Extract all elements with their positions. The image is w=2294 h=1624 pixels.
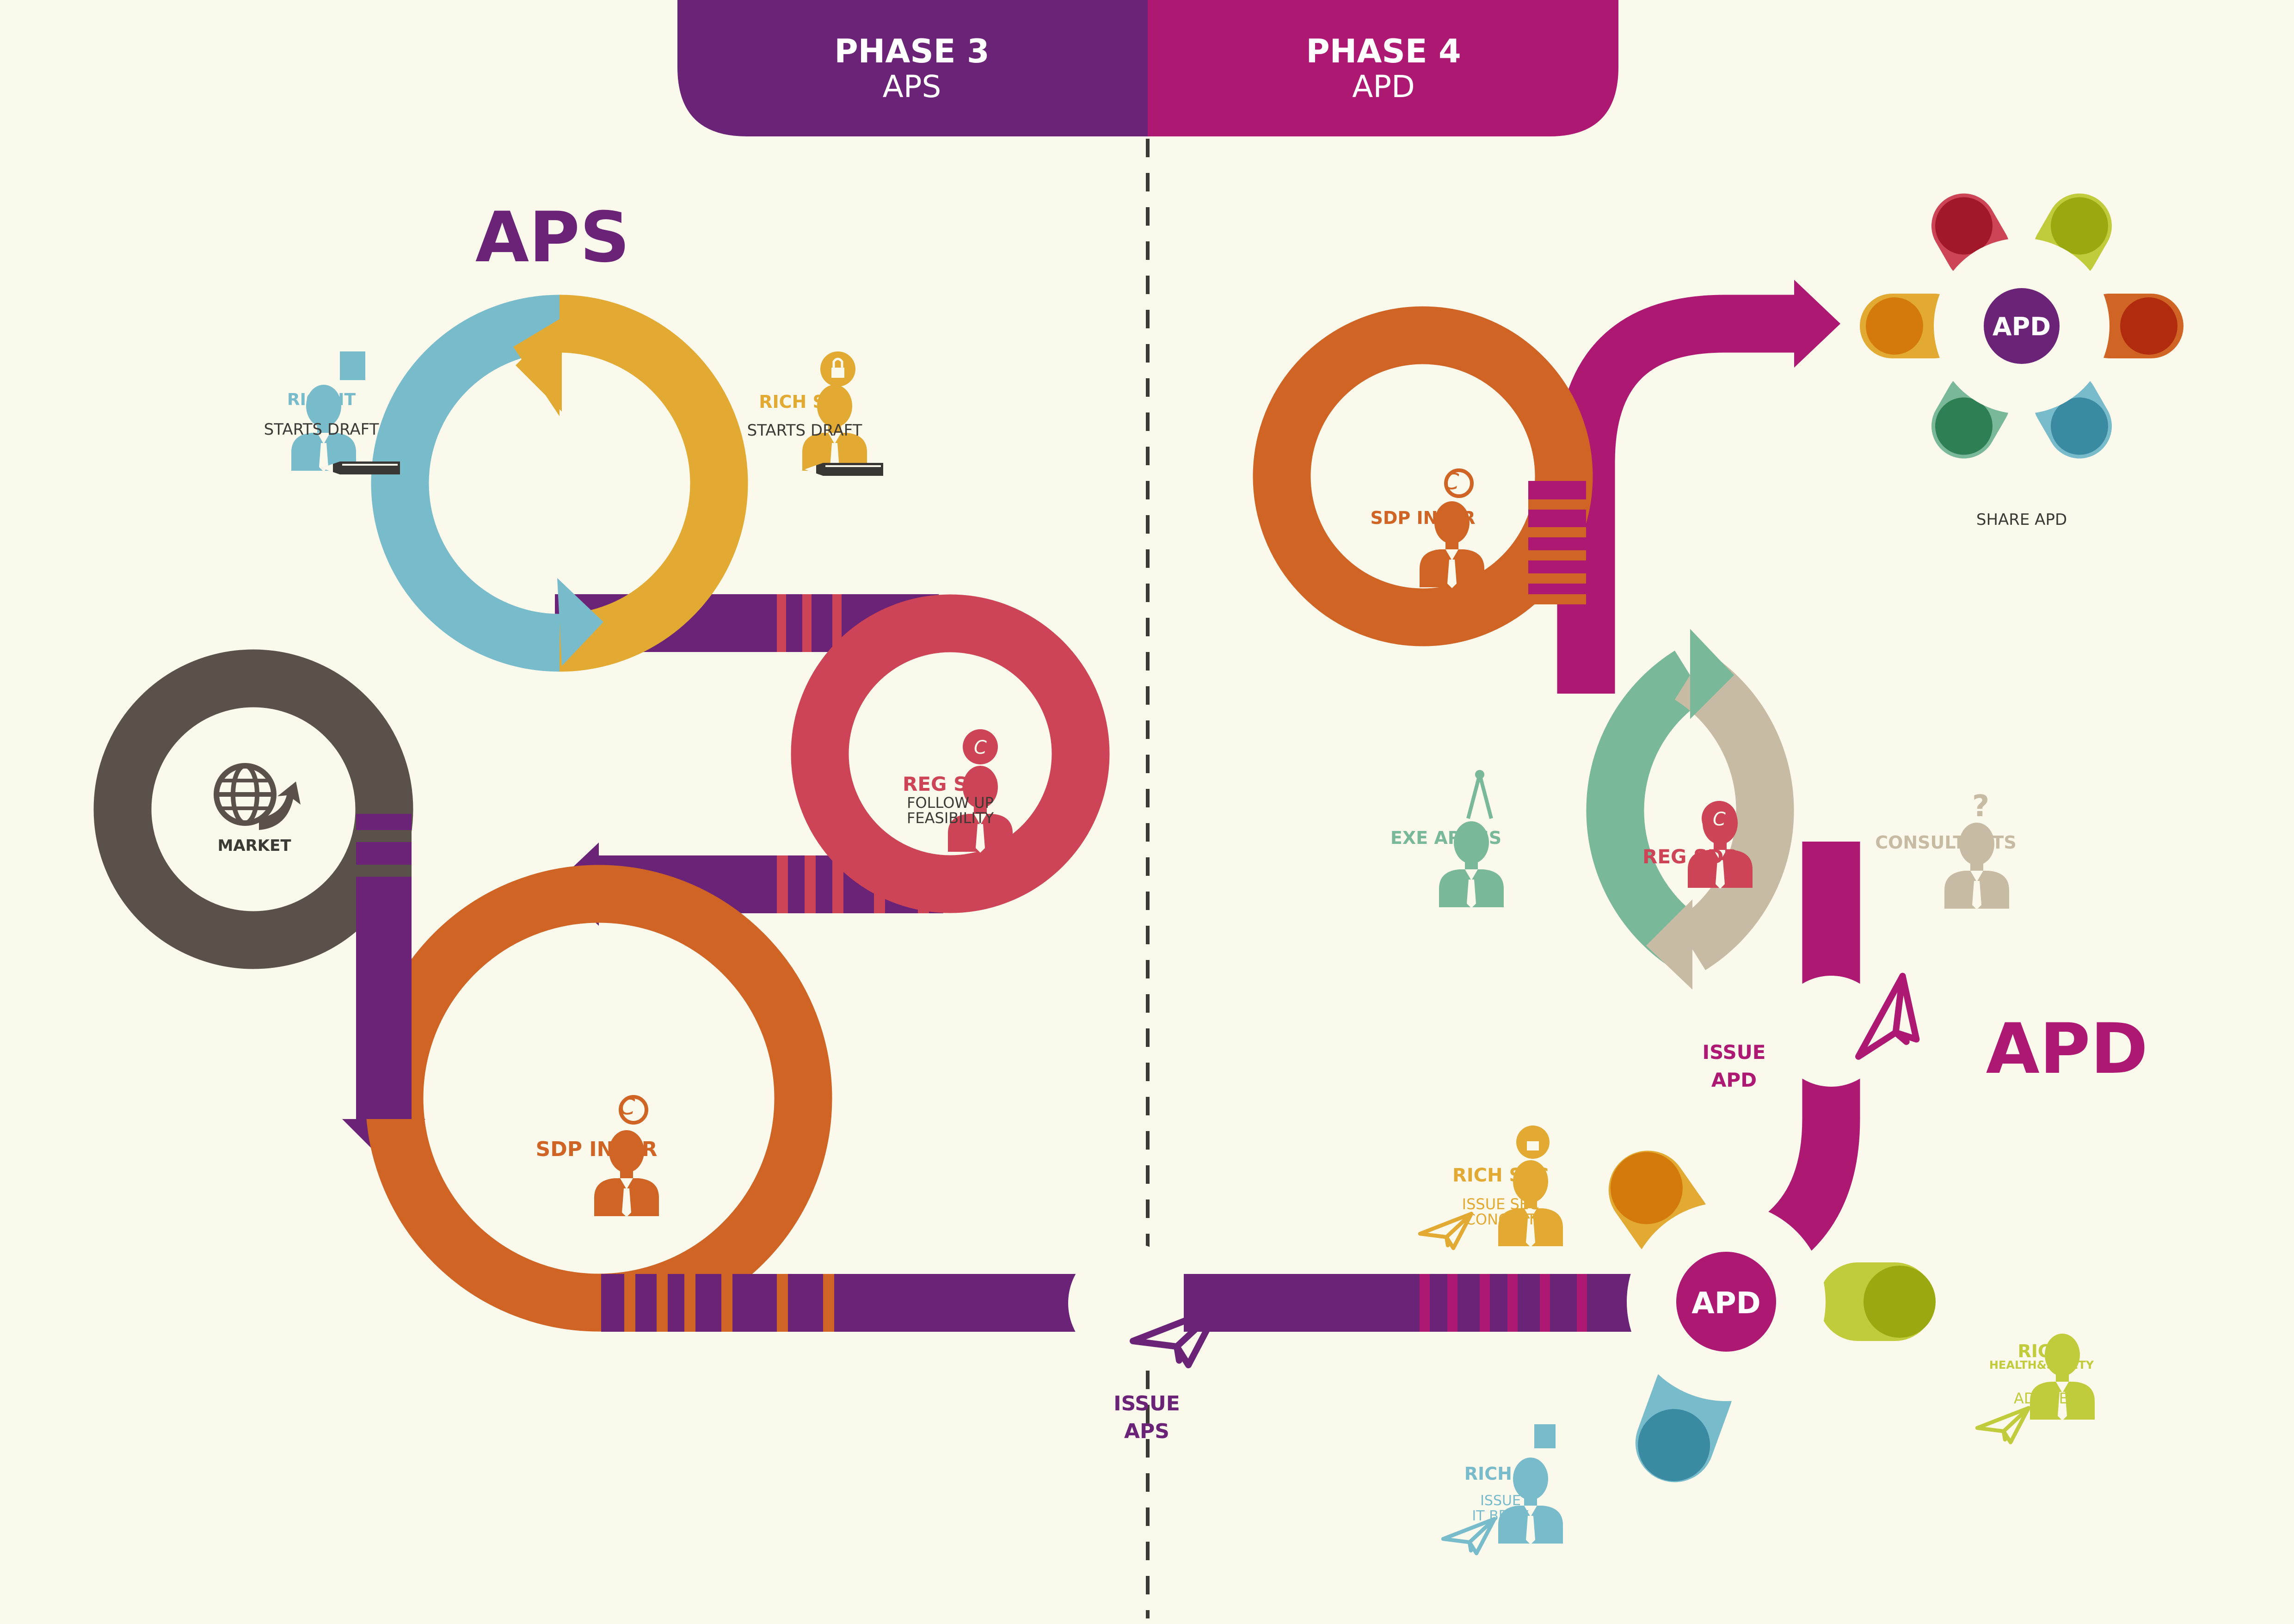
aps-heading: APS [475, 197, 630, 278]
phase-4-subtitle: APD [1352, 69, 1415, 105]
aps-rich-it: RICH IT STARTS DRAFT [264, 351, 400, 474]
apd-reg-sdp-cycle: C REG SDP [1586, 629, 1794, 990]
svg-text:C: C [620, 1094, 635, 1120]
apd-heading: APD [1986, 1009, 2148, 1089]
apd-rich-sec-line1: ISSUE SEC [1462, 1195, 1539, 1213]
aps-reg-sdp-node: C REG SDP FOLLOW UP FEASIBILITY [791, 594, 1110, 913]
apd-share-caption: SHARE APD [1976, 511, 2067, 529]
apd-section: APD C SDP INTER [1184, 193, 2183, 1553]
apd-hub-title: APD [1691, 1286, 1761, 1321]
apd-issue-line2: APD [1711, 1069, 1757, 1091]
aps-reg-sdp-line1: FOLLOW UP [907, 794, 994, 812]
apd-bar-bottom [1184, 1274, 1637, 1332]
apd-magenta-path [1557, 295, 1803, 694]
apd-rich-it-line1: ISSUE [1480, 1493, 1521, 1509]
apd-hub: APD [1608, 1150, 1936, 1483]
phase-3-title: PHASE 3 [834, 32, 989, 70]
apd-consultants-label: CONSULTANTS [1875, 832, 2017, 853]
aps-rich-it-caption: STARTS DRAFT [264, 420, 379, 439]
apd-issue-line1: ISSUE [1702, 1041, 1765, 1064]
aps-rich-it-title: RICH IT [287, 390, 356, 409]
apd-sdp-inter-label: SDP INTER [1370, 508, 1475, 528]
phase-4-title: PHASE 4 [1306, 32, 1461, 70]
aps-sdp-inter-label: SDP INTER [536, 1138, 658, 1161]
aps-market-label: MARKET [217, 837, 291, 855]
aps-reg-sdp-line2: FEASIBILITY [907, 809, 994, 827]
apd-rich-hs-subtitle: HEALTH&SAFETY [1989, 1359, 2094, 1372]
apd-exe-archs: EXE ARCHS [1390, 770, 1504, 908]
aps-rich-sec-title: RICH SEC [759, 392, 850, 412]
aps-issue: ISSUE APS [1068, 1243, 1218, 1443]
aps-sdp-inter-node: C SDP INTER [356, 865, 832, 1332]
paper-plane-icon [1443, 1519, 1494, 1553]
apd-share-hub-title: APD [1993, 312, 2051, 341]
aps-draft-cycle [371, 277, 748, 672]
apd-rich-hs: RICH HEALTH&SAFETY ADVISER [1977, 1334, 2095, 1442]
paper-plane-icon [1420, 1214, 1471, 1248]
svg-text:C: C [1713, 809, 1726, 830]
aps-section: APS C [93, 197, 1218, 1443]
apd-reg-sdp-label: REG SDP [1642, 845, 1738, 868]
apd-exe-archs-label: EXE ARCHS [1390, 828, 1501, 848]
paper-plane-icon [1977, 1408, 2029, 1442]
aps-rich-sec: RICH SEC STARTS DRAFT [747, 351, 883, 476]
globe-arrow-icon [214, 763, 301, 830]
apd-rich-sec: RICH SEC ISSUE SEC CONCEPT [1420, 1126, 1563, 1248]
apd-rich-sec-title: RICH SEC [1452, 1165, 1549, 1186]
aps-reg-sdp-title: REG SDP [903, 773, 998, 795]
apd-rich-hs-caption: ADVISER [2014, 1390, 2079, 1407]
apd-rich-it-title: RICH IT [1464, 1464, 1537, 1484]
apd-rich-it-line2: IT BRIEF [1472, 1508, 1529, 1524]
phase-header: PHASE 3 APS PHASE 4 APD [677, 0, 1618, 136]
svg-text:C: C [974, 737, 987, 758]
phase-4-tab [1148, 0, 1618, 136]
phase-3-tab [677, 0, 1148, 136]
apd-rich-hs-title: RICH [2017, 1341, 2065, 1361]
apd-rich-it: RICH IT ISSUE IT BRIEF [1443, 1424, 1563, 1553]
apd-share-hub: APD SHARE APD [1860, 193, 2183, 529]
svg-text:?: ? [1972, 789, 1989, 824]
apd-sdp-inter-node: C SDP INTER [1253, 306, 1593, 646]
apd-rich-sec-line2: CONCEPT [1465, 1211, 1536, 1228]
aps-rich-sec-caption: STARTS DRAFT [747, 421, 862, 440]
phase-3-subtitle: APS [883, 69, 941, 105]
svg-text:C: C [1444, 469, 1459, 495]
apd-consultants: ? CONSULTANTS [1875, 789, 2017, 910]
aps-issue-line2: APS [1124, 1420, 1169, 1443]
aps-issue-line1: ISSUE [1113, 1392, 1180, 1415]
aps-market-node: MARKET [93, 649, 413, 969]
apd-issue: ISSUE APD [1702, 976, 1939, 1091]
